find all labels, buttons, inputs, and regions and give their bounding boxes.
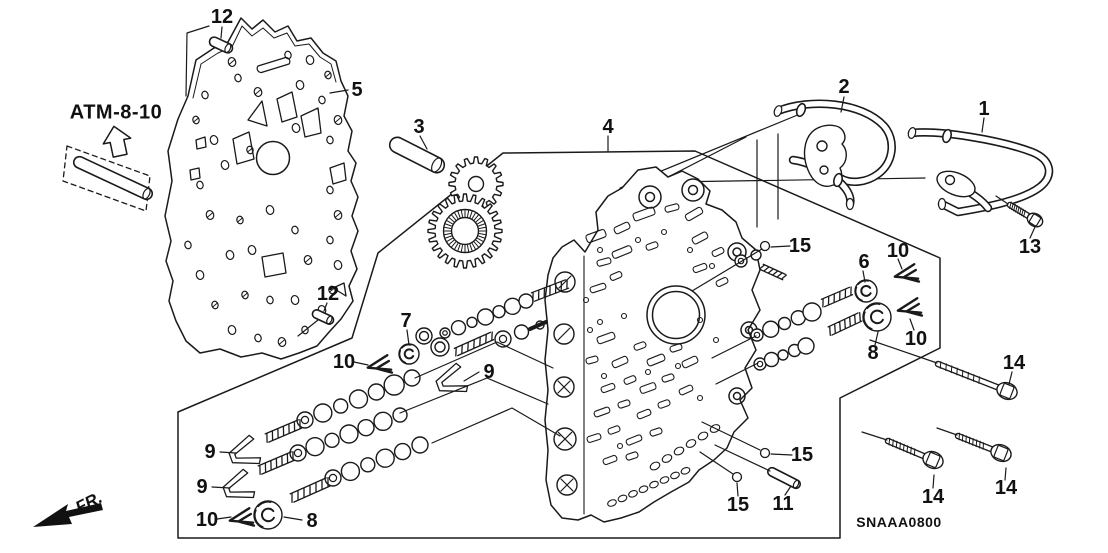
fr-arrow-icon <box>33 503 103 527</box>
atm-ref-label: ATM-8-10 <box>69 101 163 124</box>
valve-body <box>544 166 761 523</box>
callout-part-15-7: 15 <box>788 235 812 257</box>
up-arrow-icon <box>102 125 132 158</box>
callout-part-9-17: 9 <box>204 441 216 463</box>
retainer-clips <box>222 263 924 527</box>
callout-part-6-9: 6 <box>858 251 870 273</box>
callout-part-8-20: 8 <box>306 510 318 532</box>
diagram-code: SNAAA0800 <box>856 514 942 530</box>
gear-pair <box>427 156 504 269</box>
callout-part-10-19: 10 <box>195 509 219 531</box>
rods-and-pins <box>72 36 802 490</box>
check-balls <box>731 240 771 483</box>
valve-spool-trains <box>289 249 822 487</box>
coil-springs <box>257 263 863 504</box>
callout-part-1-5: 1 <box>978 98 990 120</box>
callout-part-8-11: 8 <box>867 342 879 364</box>
callout-part-15-22: 15 <box>726 494 750 516</box>
callout-part-12-16: 12 <box>316 283 340 305</box>
callout-part-14-25: 14 <box>994 477 1018 499</box>
callout-part-10-8: 10 <box>886 240 910 262</box>
callout-part-3-2: 3 <box>413 116 425 138</box>
callout-part-11-23: 11 <box>772 493 794 515</box>
separator-plate <box>164 17 359 360</box>
leader-lines <box>185 25 1036 521</box>
callout-part-4-3: 4 <box>602 116 614 138</box>
bolts <box>884 201 1044 470</box>
callout-part-2-4: 2 <box>838 76 850 98</box>
callout-part-9-15: 9 <box>483 361 495 383</box>
callout-part-9-18: 9 <box>196 476 208 498</box>
oil-pipes <box>773 99 1054 217</box>
callout-part-7-13: 7 <box>400 310 412 332</box>
atm-reference-group <box>62 125 151 212</box>
callout-part-13-6: 13 <box>1018 236 1042 258</box>
callout-part-5-1: 5 <box>351 79 363 101</box>
callout-part-12-0: 12 <box>210 6 234 28</box>
callout-part-10-10: 10 <box>904 328 928 350</box>
accumulator-caps <box>253 279 892 530</box>
callout-part-14-24: 14 <box>921 486 945 508</box>
callout-part-15-21: 15 <box>790 444 814 466</box>
callout-part-10-14: 10 <box>332 351 356 373</box>
callout-part-14-12: 14 <box>1002 352 1026 374</box>
